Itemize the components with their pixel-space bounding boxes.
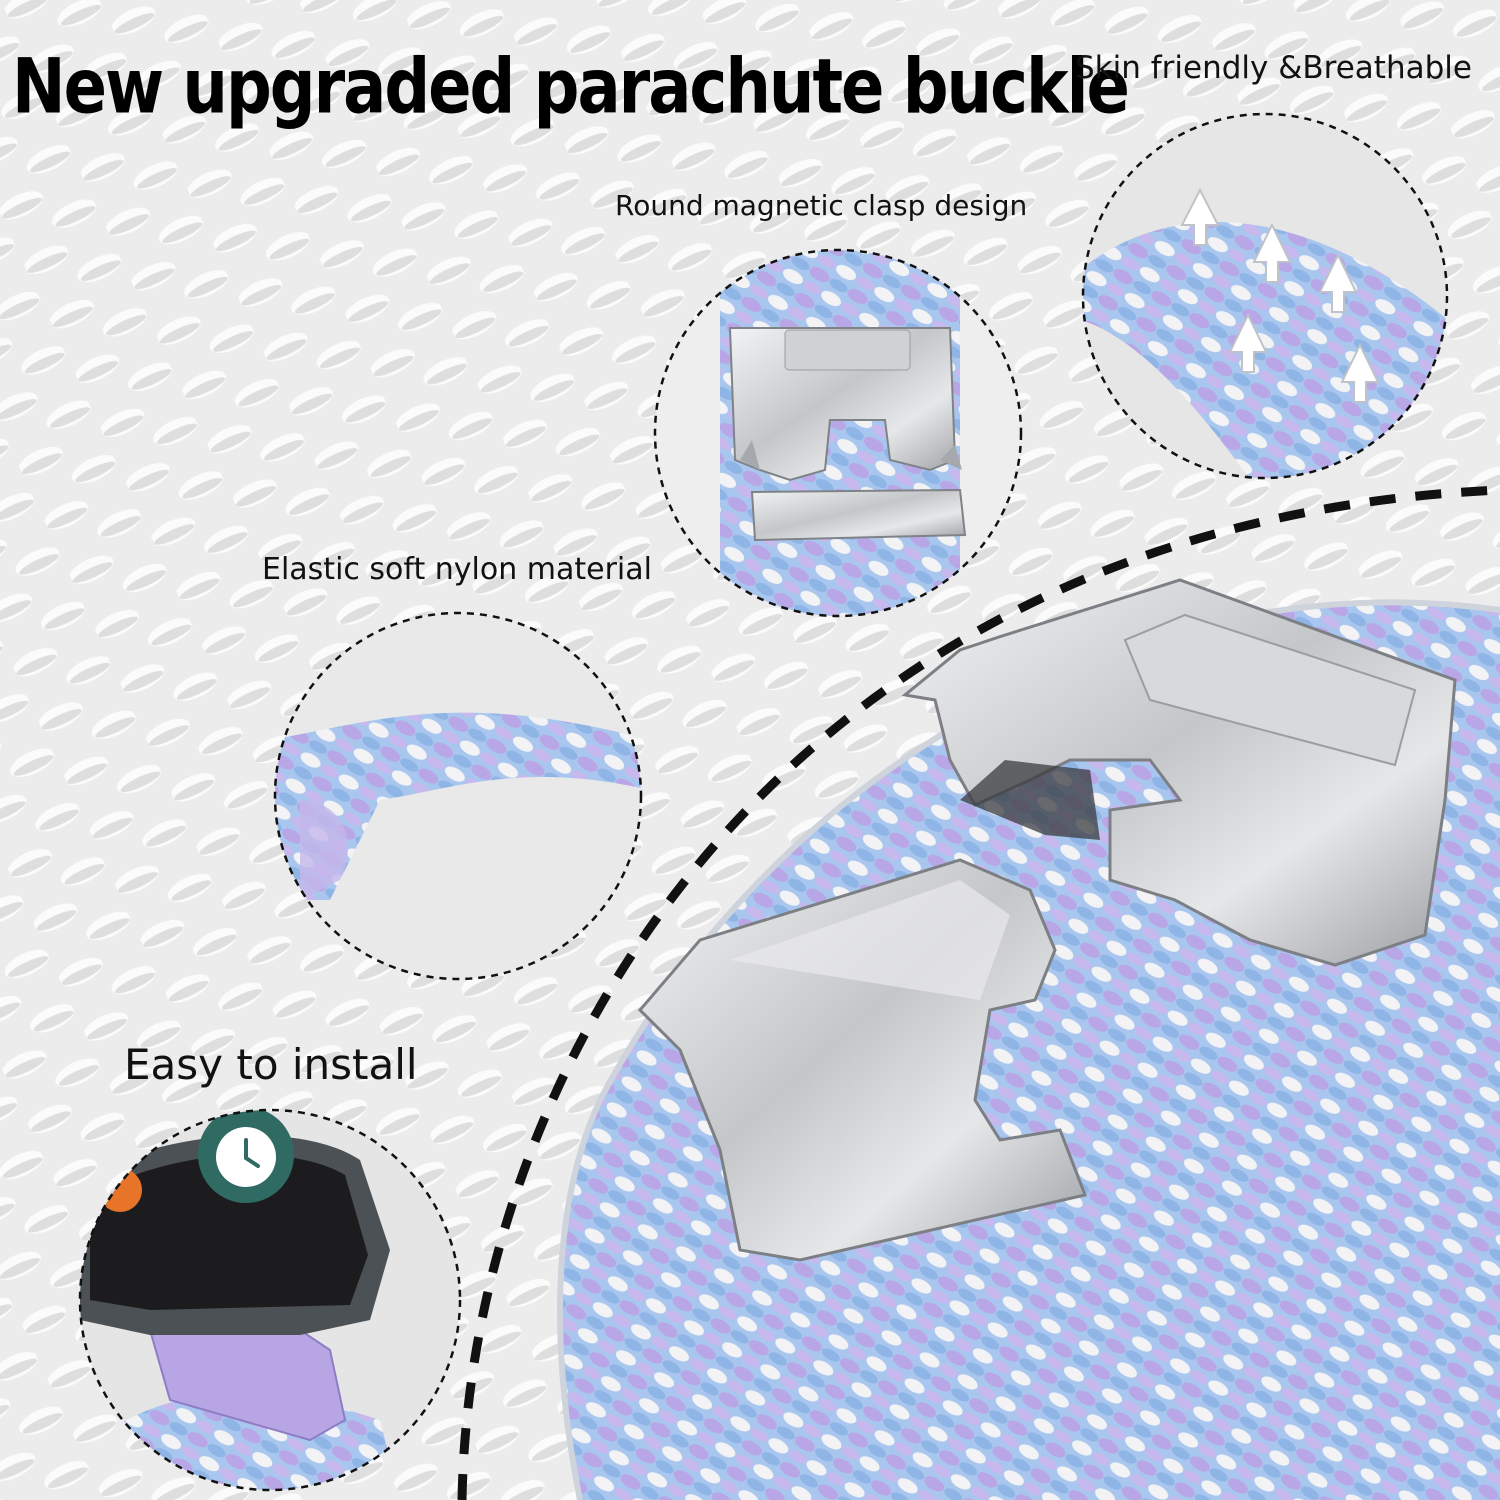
feature-label-nylon: Elastic soft nylon material	[262, 552, 652, 587]
clasp-detail-circle	[653, 248, 1023, 618]
headline: New upgraded parachute buckle	[12, 44, 1130, 132]
arrow-up-icon	[1340, 342, 1380, 403]
feature-label-clasp: Round magnetic clasp design	[615, 189, 1028, 222]
dashed-arc	[457, 485, 1500, 1500]
clock-icon	[198, 1110, 294, 1203]
feature-label-install: Easy to install	[124, 1040, 418, 1089]
arrow-up-icon	[1318, 252, 1358, 313]
breathable-detail-circle	[1081, 112, 1449, 480]
arrow-up-icon	[1228, 312, 1268, 373]
arrow-up-icon	[1180, 187, 1220, 246]
buckle-lower	[637, 858, 1088, 1262]
feature-label-breathable: Skin friendly &Breathable	[1075, 50, 1472, 86]
arrow-up-icon	[1252, 222, 1292, 283]
nylon-detail-circle	[273, 611, 643, 981]
buckle-upper	[901, 578, 1457, 967]
